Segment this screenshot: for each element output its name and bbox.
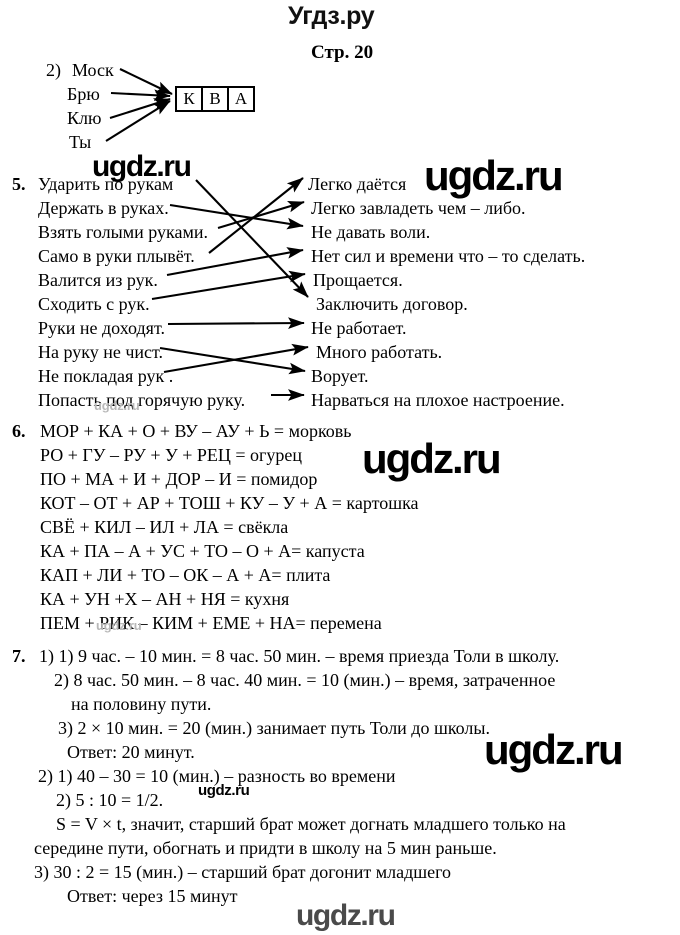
task-7-line-2: на половину пути.	[71, 694, 212, 714]
task-6-line-1: РО + ГУ – РУ + У + РЕЦ = огурец	[40, 445, 303, 465]
task-7-line-9: 3) 30 : 2 = 15 (мин.) – старший брат дог…	[34, 862, 452, 882]
task-6-line-6: КАП + ЛИ + ТО – ОК – А + А= плита	[40, 565, 331, 585]
task-5-left-item-3: Само в руки плывёт.	[38, 246, 195, 266]
task-2-box-cell-1: В	[203, 88, 229, 110]
task-2-prefix-2: Клю	[67, 108, 102, 128]
task-5-left-item-2: Взять голыми руками.	[38, 222, 209, 242]
watermark-8: ugdz.ru	[296, 899, 396, 932]
task-7-line-1: 2) 8 час. 50 мин. – 8 час. 40 мин. = 10 …	[54, 670, 556, 690]
task-5-left-item-9: Попасть под горячую руку.	[38, 390, 246, 410]
task-5-right-item-6: Не работает.	[311, 318, 407, 338]
task-7-line-7: S = V × t, значит, старший брат может до…	[56, 814, 566, 834]
task-6-number: 6.	[12, 421, 26, 441]
task-5-left-item-8: Не покладая рук .	[38, 366, 174, 386]
task-7-line-3: 3) 2 × 10 мин. = 20 (мин.) занимает путь…	[58, 718, 490, 738]
task-6-line-4: СВЁ + КИЛ – ИЛ + ЛА = свёкла	[40, 517, 289, 537]
task-7-line-8: середине пути, обогнать и придти в школу…	[34, 838, 497, 858]
task-5-left-item-4: Валится из рук.	[38, 270, 158, 290]
page-title: Стр. 20	[311, 42, 374, 63]
task-5-right-item-9: Нарваться на плохое настроение.	[311, 390, 565, 410]
site-logo: Угдз.ру	[288, 2, 375, 30]
task-5-number: 5.	[12, 174, 26, 194]
task-5-right-item-0: Легко даётся	[308, 174, 407, 194]
task-7-line-6: 2) 5 : 10 = 1/2.	[56, 790, 164, 810]
task-5-right-item-1: Легко завладеть чем – либо.	[311, 198, 526, 218]
watermark-2: ugdz.ru	[424, 152, 564, 199]
task-5-left-item-1: Держать в руках.	[38, 198, 169, 218]
task-7-line-10: Ответ: через 15 минут	[67, 886, 238, 906]
task-7-number: 7.	[12, 646, 26, 666]
task-2-box-cell-2: А	[234, 89, 248, 108]
task-2-number: 2)	[46, 60, 61, 80]
task-5-left-item-6: Руки не доходят.	[38, 318, 165, 338]
task-5-right-item-3: Нет сил и времени что – то сделать.	[311, 246, 586, 266]
task-5-left-item-0: Ударить по рукам	[38, 174, 174, 194]
task-2-prefix-1: Брю	[67, 84, 100, 104]
task-5-right-item-4: Прощается.	[313, 270, 403, 290]
task-5-right-item-5: Заключить договор.	[316, 294, 468, 314]
task-5-right-item-7: Много работать.	[316, 342, 443, 362]
task-5-right-item-8: Ворует.	[311, 366, 369, 386]
task-6-line-0: МОР + КА + О + ВУ – АУ + Ь = морковь	[40, 421, 352, 441]
task-5-left-item-7: На руку не чист.	[38, 342, 164, 362]
task-6-line-2: ПО + МА + И + ДОР – И = помидор	[40, 469, 318, 489]
task-6-line-5: КА + ПА – А + УС + ТО – О + А= капуста	[40, 541, 365, 561]
watermark-6: ugdz.ru	[484, 726, 624, 773]
task-6-line-3: КОТ – ОТ + АР + ТОШ + КУ – У + А = карто…	[40, 493, 419, 513]
task-2-prefix-0: Моск	[72, 60, 114, 80]
task-7-line-5: 2) 1) 40 – 30 = 10 (мин.) – разность во …	[38, 766, 396, 786]
task-2-box-cell-0: К	[177, 88, 203, 110]
task-6-line-8: ПЕМ + РИК – КИМ + ЕМЕ + НА= перемена	[40, 613, 382, 633]
task-5-left-item-5: Сходить с рук.	[38, 294, 150, 314]
task-7-line-0: 1) 1) 9 час. – 10 мин. = 8 час. 50 мин. …	[39, 646, 560, 666]
watermark-4: ugdz.ru	[362, 435, 502, 482]
task-2-prefix-3: Ты	[69, 132, 92, 152]
task-6-line-7: КА + УН +Х – АН + НЯ = кухня	[40, 589, 290, 609]
task-2-letter-box: К В А	[175, 86, 255, 112]
task-7-line-4: Ответ: 20 минут.	[67, 742, 195, 762]
task-5-right-item-2: Не давать воли.	[311, 222, 431, 242]
